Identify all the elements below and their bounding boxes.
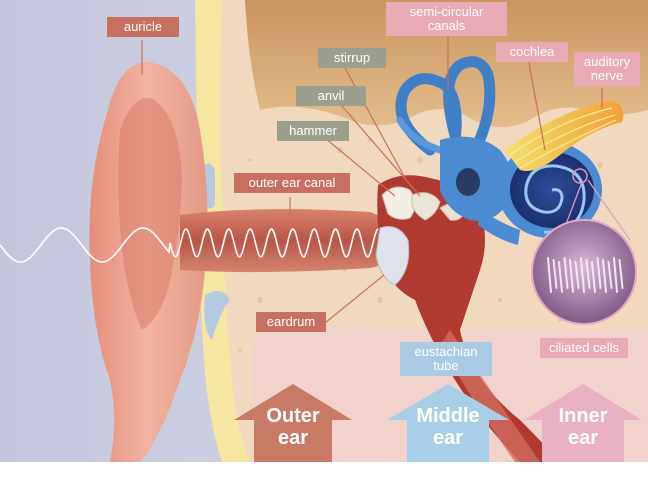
oval-window [456, 168, 480, 196]
cilium [591, 261, 596, 293]
cilium [602, 259, 607, 293]
cilium [613, 257, 618, 293]
label-hammer: hammer [277, 121, 349, 141]
cilium [558, 261, 563, 293]
cilium [574, 261, 580, 289]
cilium [563, 257, 569, 289]
eardrum-shape [375, 226, 410, 286]
cilium [596, 257, 602, 289]
cilium [607, 261, 613, 289]
label-cochlea: cochlea [496, 42, 568, 62]
label-eardrum: eardrum [256, 312, 326, 332]
cartilage-bottom [204, 291, 230, 340]
label-stirrup: stirrup [318, 48, 386, 68]
magnify-line-right [587, 179, 631, 241]
semicircular-canals-shape [395, 56, 496, 156]
auditory-nerve-shape [505, 100, 624, 171]
label-semicircular-canals: semi-circular canals [386, 2, 507, 36]
cilium [585, 259, 591, 289]
cilium [547, 257, 552, 293]
label-auricle: auricle [107, 17, 179, 37]
cochlea-spiral [524, 164, 586, 234]
label-auditory-nerve: auditory nerve [574, 52, 640, 86]
outer-ear-arrow [234, 384, 352, 462]
anvil-bone [411, 192, 441, 221]
cilium [552, 259, 558, 289]
cochlea-duct [478, 210, 520, 245]
cilium [569, 259, 574, 293]
label-outer-ear-canal: outer ear canal [234, 173, 350, 193]
ciliated-cells-image [531, 219, 637, 325]
nerve-fibers [509, 107, 617, 169]
middle-ear-arrow [387, 384, 509, 462]
label-anvil: anvil [296, 86, 366, 106]
magnify-marker [572, 168, 588, 184]
cilium [580, 257, 585, 293]
section-inner-ear: Inner ear [558, 405, 608, 449]
inner-ear-arrow [524, 384, 642, 462]
section-outer-ear: Outer ear [266, 405, 320, 449]
section-middle-ear: Middle ear [416, 405, 480, 449]
label-eustachian-tube: eustachian tube [400, 342, 492, 376]
bottom-margin [0, 462, 648, 487]
cilia [547, 257, 624, 293]
label-ciliated-cells: ciliated cells [540, 338, 628, 358]
cilium [618, 259, 624, 289]
sound-wave [0, 227, 381, 263]
cartilage-top [205, 163, 215, 209]
middle-ear-cavity [377, 175, 560, 462]
auricle-inner-fold [118, 98, 182, 330]
